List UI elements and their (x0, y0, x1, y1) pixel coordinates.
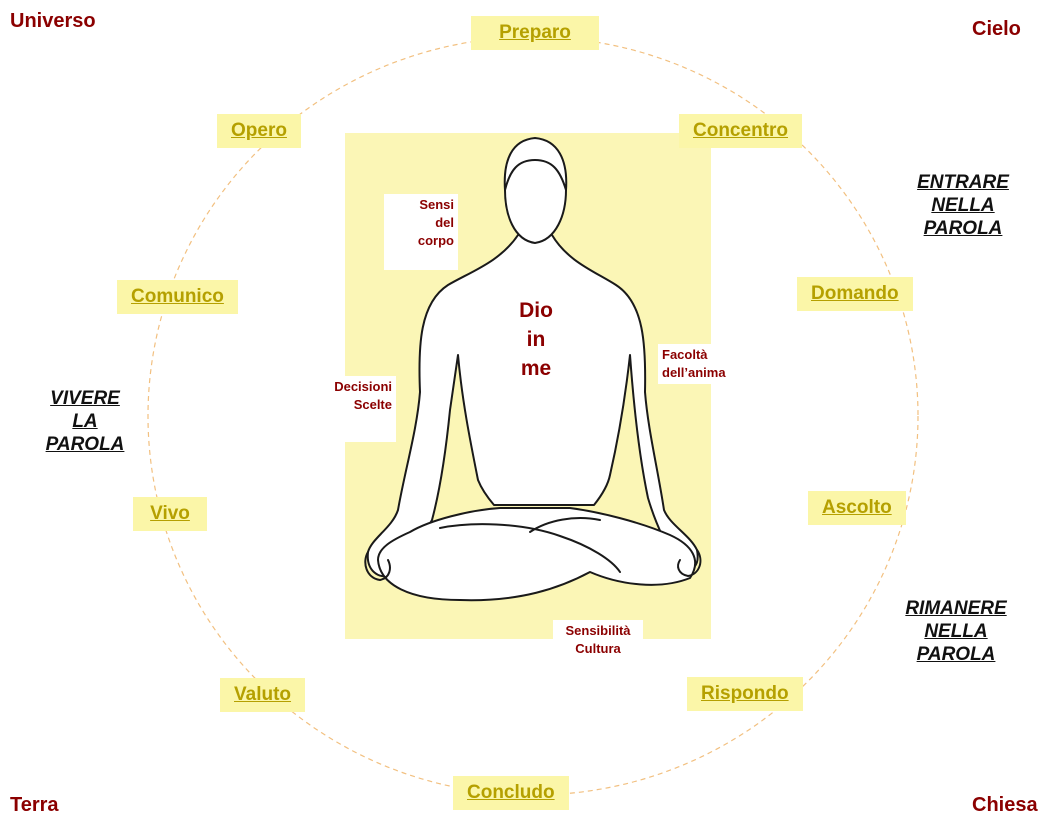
corner-chiesa: Chiesa (972, 794, 1038, 817)
label-facolta-anima: Facoltà dell’anima (658, 344, 768, 384)
label-sensi-del-corpo: Sensi del corpo (384, 194, 458, 270)
center-dio-in-me: Dio in me (496, 296, 576, 383)
corner-universo: Universo (10, 10, 96, 33)
step-rispondo[interactable]: Rispondo (687, 677, 803, 711)
step-comunico[interactable]: Comunico (117, 280, 238, 314)
step-domando[interactable]: Domando (797, 277, 913, 311)
step-preparo[interactable]: Preparo (471, 16, 599, 50)
step-vivo[interactable]: Vivo (133, 497, 207, 531)
step-valuto[interactable]: Valuto (220, 678, 305, 712)
corner-cielo: Cielo (972, 18, 1021, 41)
step-concentro[interactable]: Concentro (679, 114, 802, 148)
phase-entrare: ENTRARE NELLA PAROLA (898, 171, 1028, 240)
phase-rimanere: RIMANERE NELLA PAROLA (886, 597, 1026, 666)
step-ascolto[interactable]: Ascolto (808, 491, 906, 525)
label-sensibilita-cultura: Sensibilità Cultura (553, 620, 643, 660)
step-concludo[interactable]: Concludo (453, 776, 569, 810)
step-opero[interactable]: Opero (217, 114, 301, 148)
phase-vivere: VIVERE LA PAROLA (25, 387, 145, 456)
corner-terra: Terra (10, 794, 59, 817)
label-decisioni-scelte: Decisioni Scelte (298, 376, 396, 442)
